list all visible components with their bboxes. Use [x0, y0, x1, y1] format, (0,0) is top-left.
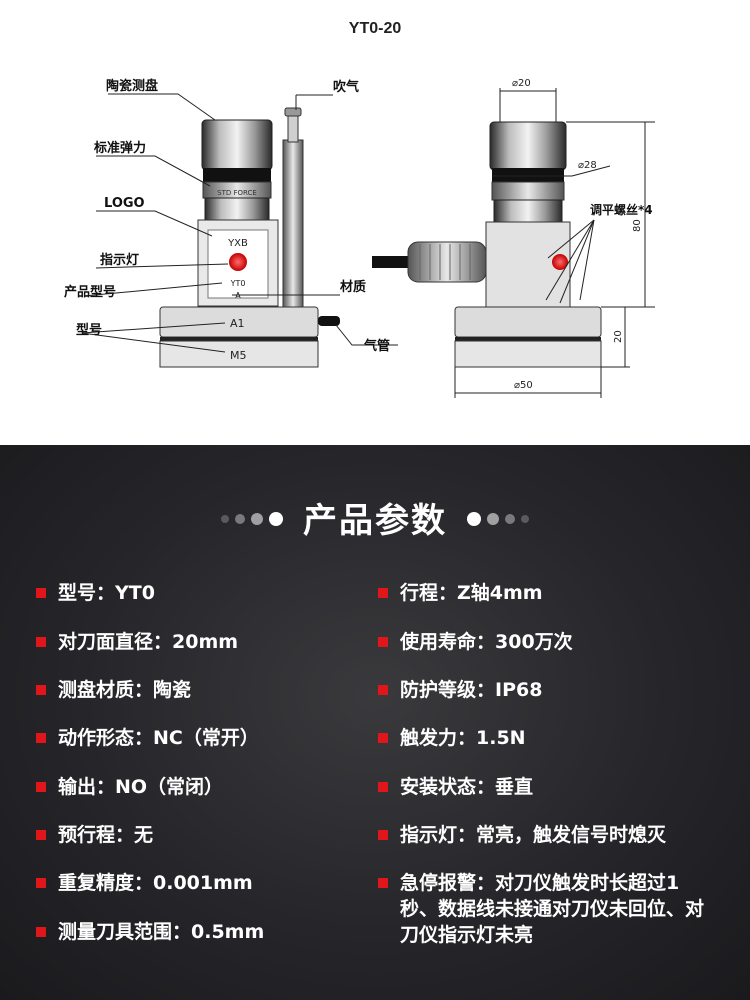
bullet-square-icon: [36, 830, 46, 840]
std-force-mark: STD FORCE: [217, 189, 257, 197]
label-air-blow: 吹气: [333, 79, 359, 95]
bullet-square-icon: [378, 588, 388, 598]
dim-d50: ⌀50: [514, 380, 533, 391]
bullet-square-icon: [378, 830, 388, 840]
label-leveling-screw: 调平螺丝*4: [590, 202, 653, 217]
bullet-square-icon: [378, 733, 388, 743]
a1-mark: A1: [230, 317, 245, 330]
bullet-square-icon: [36, 782, 46, 792]
bullet-square-icon: [36, 733, 46, 743]
params-section: 产品参数 型号：YT0 对刀面直径：20mm 测盘材质：陶瓷 动作形态：NC（常…: [0, 445, 750, 1000]
right-dots-decoration: [464, 508, 532, 527]
dim-h80: 80: [632, 219, 643, 232]
dim-d20: ⌀20: [512, 78, 531, 89]
dim-d28: ⌀28: [578, 160, 597, 171]
bullet-square-icon: [378, 878, 388, 888]
bullet-square-icon: [36, 588, 46, 598]
bullet-square-icon: [36, 878, 46, 888]
right-device: [372, 121, 602, 368]
bullet-square-icon: [36, 637, 46, 647]
bullet-square-icon: [378, 782, 388, 792]
label-logo: LOGO: [104, 196, 145, 211]
model-code-mark: YT0: [230, 279, 246, 288]
label-model: 型号: [76, 322, 102, 338]
bullet-square-icon: [36, 685, 46, 695]
bullet-square-icon: [378, 685, 388, 695]
label-product-model: 产品型号: [64, 284, 116, 300]
label-material: 材质: [340, 279, 366, 295]
m5-mark: M5: [230, 349, 247, 362]
left-leader-lines: [81, 93, 398, 353]
dim-h20: 20: [613, 330, 624, 343]
left-dots-decoration: [218, 508, 286, 527]
bullet-square-icon: [36, 927, 46, 937]
brand-mark: YXB: [227, 238, 248, 249]
label-ceramic-disc: 陶瓷测盘: [106, 78, 158, 94]
indicator-lamp: [229, 253, 247, 271]
bullet-square-icon: [378, 637, 388, 647]
label-indicator: 指示灯: [100, 252, 139, 268]
params-heading: 产品参数: [303, 501, 447, 541]
label-standard-force: 标准弹力: [93, 140, 146, 156]
diagram-section: YT0-20: [0, 0, 750, 445]
right-dimension-lines: [454, 88, 655, 398]
params-heading-row: 产品参数: [0, 493, 750, 542]
label-air-tube: 气管: [364, 338, 390, 354]
technical-drawing: STD FORCE YXB YT0 A A1 M5 陶瓷测盘 吹气 标准弹力 L…: [64, 78, 655, 398]
diagram-title: YT0-20: [348, 20, 402, 37]
left-device: [159, 107, 340, 368]
